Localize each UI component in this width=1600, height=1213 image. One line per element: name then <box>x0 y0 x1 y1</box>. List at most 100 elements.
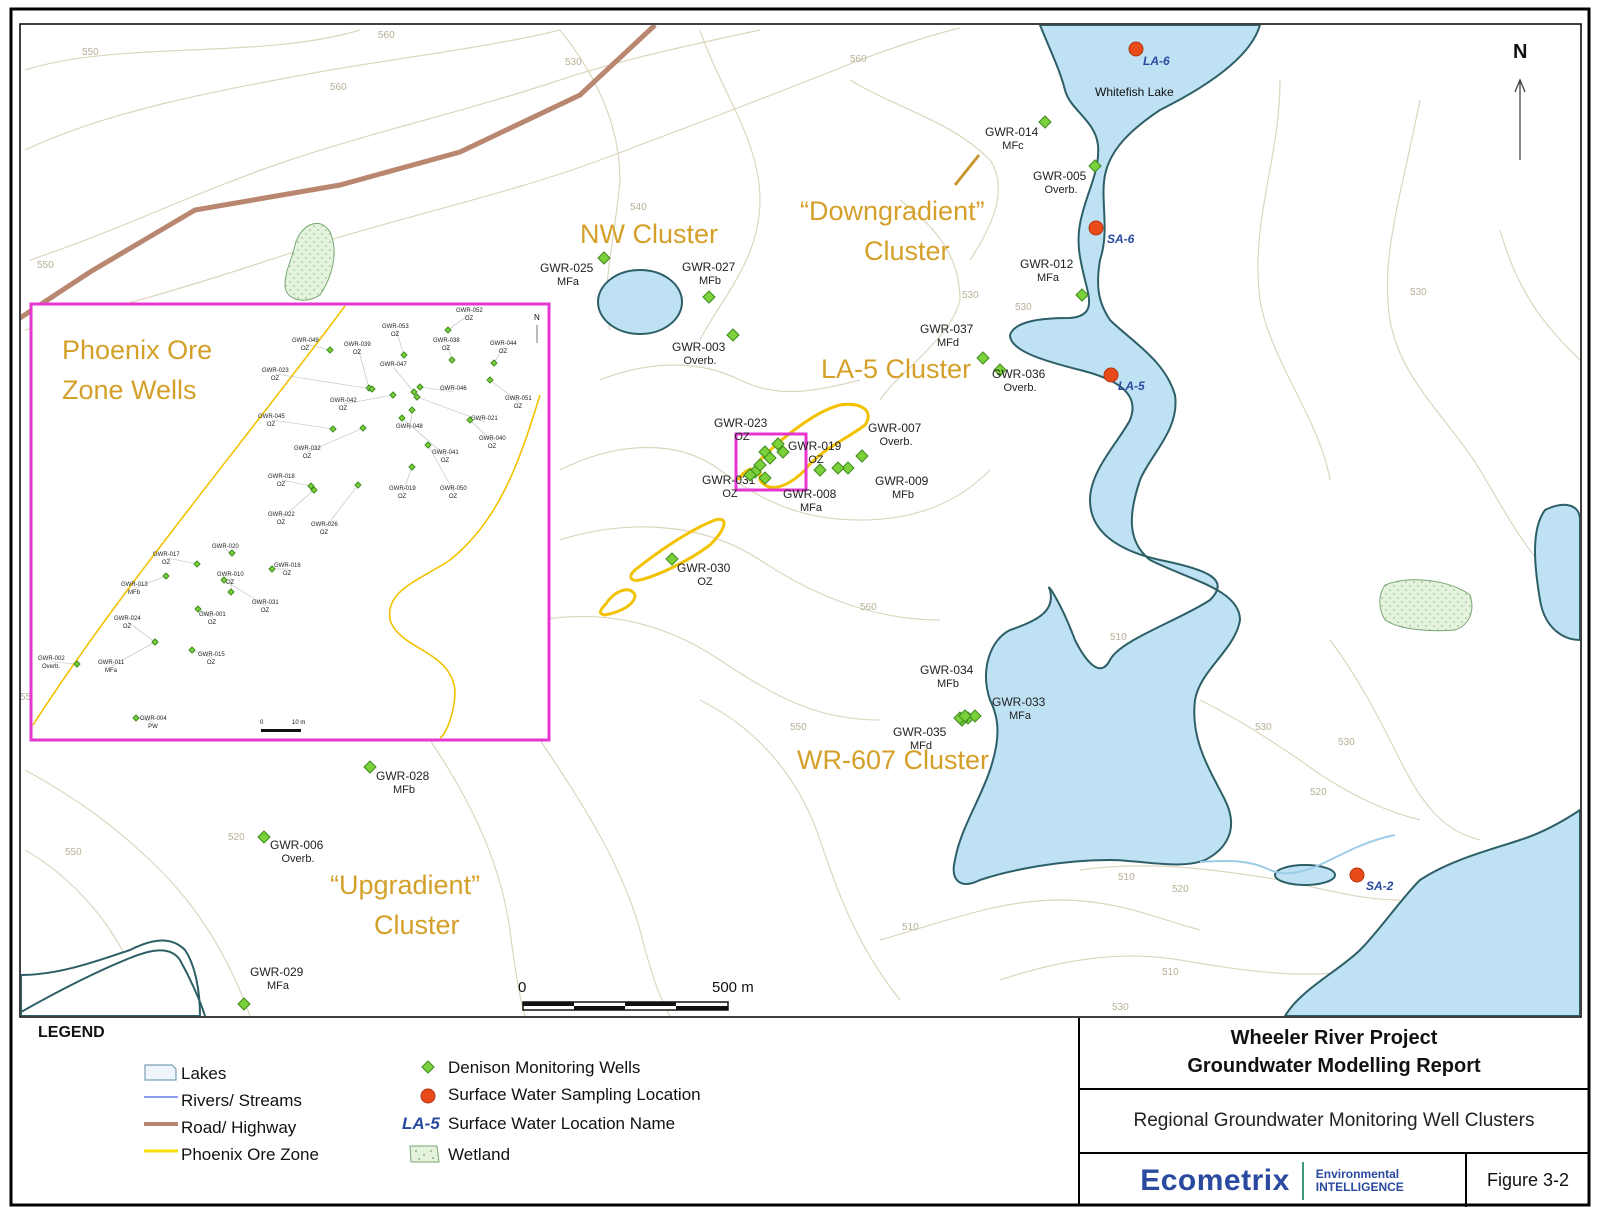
contour-label: 560 <box>378 30 395 41</box>
inset-well-label: GWR-031 <box>252 600 279 606</box>
well-marker <box>363 760 377 774</box>
inset-well-label: GWR-051 <box>505 396 532 402</box>
inset-well-label: GWR-011 <box>98 660 125 666</box>
contour-label: 550 <box>20 692 37 703</box>
inset-well-label: GWR-017 <box>153 552 180 558</box>
well-marker <box>758 471 772 485</box>
well-unit-label: MFa <box>1037 272 1060 284</box>
cluster-upgradient-line2: Cluster <box>374 910 460 940</box>
inset-well-label: GWR-002 <box>38 656 65 662</box>
inset-well-unit: PW <box>148 724 158 730</box>
inset-well-label: GWR-023 <box>262 368 289 374</box>
inset-well-unit: OZ <box>339 406 348 412</box>
title-block-subtitle-row: Regional Groundwater Monitoring Well Clu… <box>1079 1088 1589 1152</box>
well-label: GWR-019 <box>788 439 842 453</box>
inset-leader-line <box>197 608 214 619</box>
inset-well-marker <box>188 646 196 654</box>
inset-leader-line <box>191 649 213 659</box>
inset-well-unit: OZ <box>465 316 474 322</box>
contour-label: 550 <box>790 722 807 733</box>
inset-leader-line <box>447 313 471 331</box>
inset-well-unit: MFa <box>105 668 118 674</box>
inset-well-unit: OZ <box>208 620 217 626</box>
logo-side-1: Environmental <box>1315 1166 1400 1181</box>
inset-well-unit: OZ <box>162 560 171 566</box>
contour-label: 530 <box>1410 287 1427 298</box>
inset-well-label: GWR-038 <box>433 338 460 344</box>
legend-ore-zone: Phoenix Ore Zone <box>181 1145 319 1164</box>
contour-label: 510 <box>1162 967 1179 978</box>
well-unit-label: MFb <box>699 275 721 287</box>
well-marker <box>993 363 1007 377</box>
wells-layer: GWR-014MFcGWR-005Overb.GWR-012MFaGWR-025… <box>237 115 1102 1011</box>
inset-well-label: GWR-046 <box>440 386 467 392</box>
inset-well-label: GWR-050 <box>440 486 467 492</box>
well-unit-label: MFa <box>800 502 823 514</box>
inset-well-label: GWR-041 <box>432 450 459 456</box>
inset-title-line1: Phoenix Ore <box>62 335 212 365</box>
well-unit-label: OZ <box>697 576 713 588</box>
inset-leader-line <box>305 343 331 351</box>
well-unit-label: Overb. <box>1044 184 1077 196</box>
well-marker <box>776 445 790 459</box>
well-unit-label: OZ <box>734 431 750 443</box>
well-label: GWR-033 <box>992 695 1046 709</box>
well-unit-label: MFd <box>937 337 959 349</box>
inset-title-line2: Zone Wells <box>62 375 197 405</box>
well-legend-icon <box>421 1060 435 1074</box>
inset-scale-zero: 0 <box>260 720 264 726</box>
inset-well-marker <box>490 359 498 367</box>
inset-leader-line <box>357 347 370 389</box>
inset-well-unit: OZ <box>303 454 312 460</box>
lake-legend-icon <box>144 1064 177 1081</box>
inset-well-marker <box>466 416 474 424</box>
legend-sw-name-sample: LA-5 <box>402 1114 440 1133</box>
inset-well-unit: OZ <box>391 332 400 338</box>
inset-leader-line <box>489 379 520 403</box>
inset-well-unit: OZ <box>398 494 407 500</box>
inset-well-marker <box>408 406 416 414</box>
inset-well-label: GWR-047 <box>380 362 407 368</box>
well-marker <box>831 461 845 475</box>
inset-well-label: GWR-024 <box>114 616 141 622</box>
well-label: GWR-008 <box>783 487 837 501</box>
cluster-upgradient-line1: “Upgradient” <box>330 870 480 900</box>
inset-well-marker <box>444 326 452 334</box>
inset-well-unit: OZ <box>123 624 132 630</box>
contour-label: 520 <box>1310 787 1327 798</box>
inset-leader-line <box>427 444 455 493</box>
cluster-la5: LA-5 Cluster <box>821 354 971 384</box>
figure-number: Figure 3-2 <box>1486 1170 1570 1190</box>
cluster-wr607: WR-607 Cluster <box>797 745 989 775</box>
scale-end: 500 m <box>712 979 754 996</box>
well-unit-label: MFa <box>267 980 290 992</box>
inset-well-marker <box>408 463 416 471</box>
cluster-downgradient-line2: Cluster <box>864 236 950 266</box>
cluster-downgradient-line1: “Downgradient” <box>800 196 985 226</box>
contour-label: 530 <box>1338 737 1355 748</box>
surface-water-marker <box>1088 220 1104 236</box>
road-legend-icon <box>144 1122 178 1126</box>
river-legend-icon <box>144 1096 178 1098</box>
inset-north-label: N <box>534 313 540 322</box>
inset-well-unit: OZ <box>320 530 329 536</box>
well-unit-label: MFb <box>937 678 959 690</box>
contour-label: 540 <box>630 202 647 213</box>
legend-wetland: Wetland <box>448 1145 511 1164</box>
east-lake <box>1534 503 1580 642</box>
inset-leader-line <box>324 484 359 529</box>
well-unit-label: MFc <box>1002 140 1024 152</box>
inset-well-marker <box>329 425 337 433</box>
ore-zone-outlines <box>599 402 870 617</box>
inset-leader-line <box>307 427 364 453</box>
well-marker <box>1075 288 1089 302</box>
wetland <box>1379 579 1473 632</box>
inset-well-label: GWR-022 <box>268 512 295 518</box>
inset-well-unit: OZ <box>449 494 458 500</box>
contour-label: 510 <box>1118 872 1135 883</box>
well-marker <box>968 709 982 723</box>
inset-well-label: GWR-026 <box>311 522 338 528</box>
inset-well-marker <box>354 481 362 489</box>
inset-well-label: GWR-048 <box>396 424 423 430</box>
whitefish-lake <box>952 25 1262 885</box>
